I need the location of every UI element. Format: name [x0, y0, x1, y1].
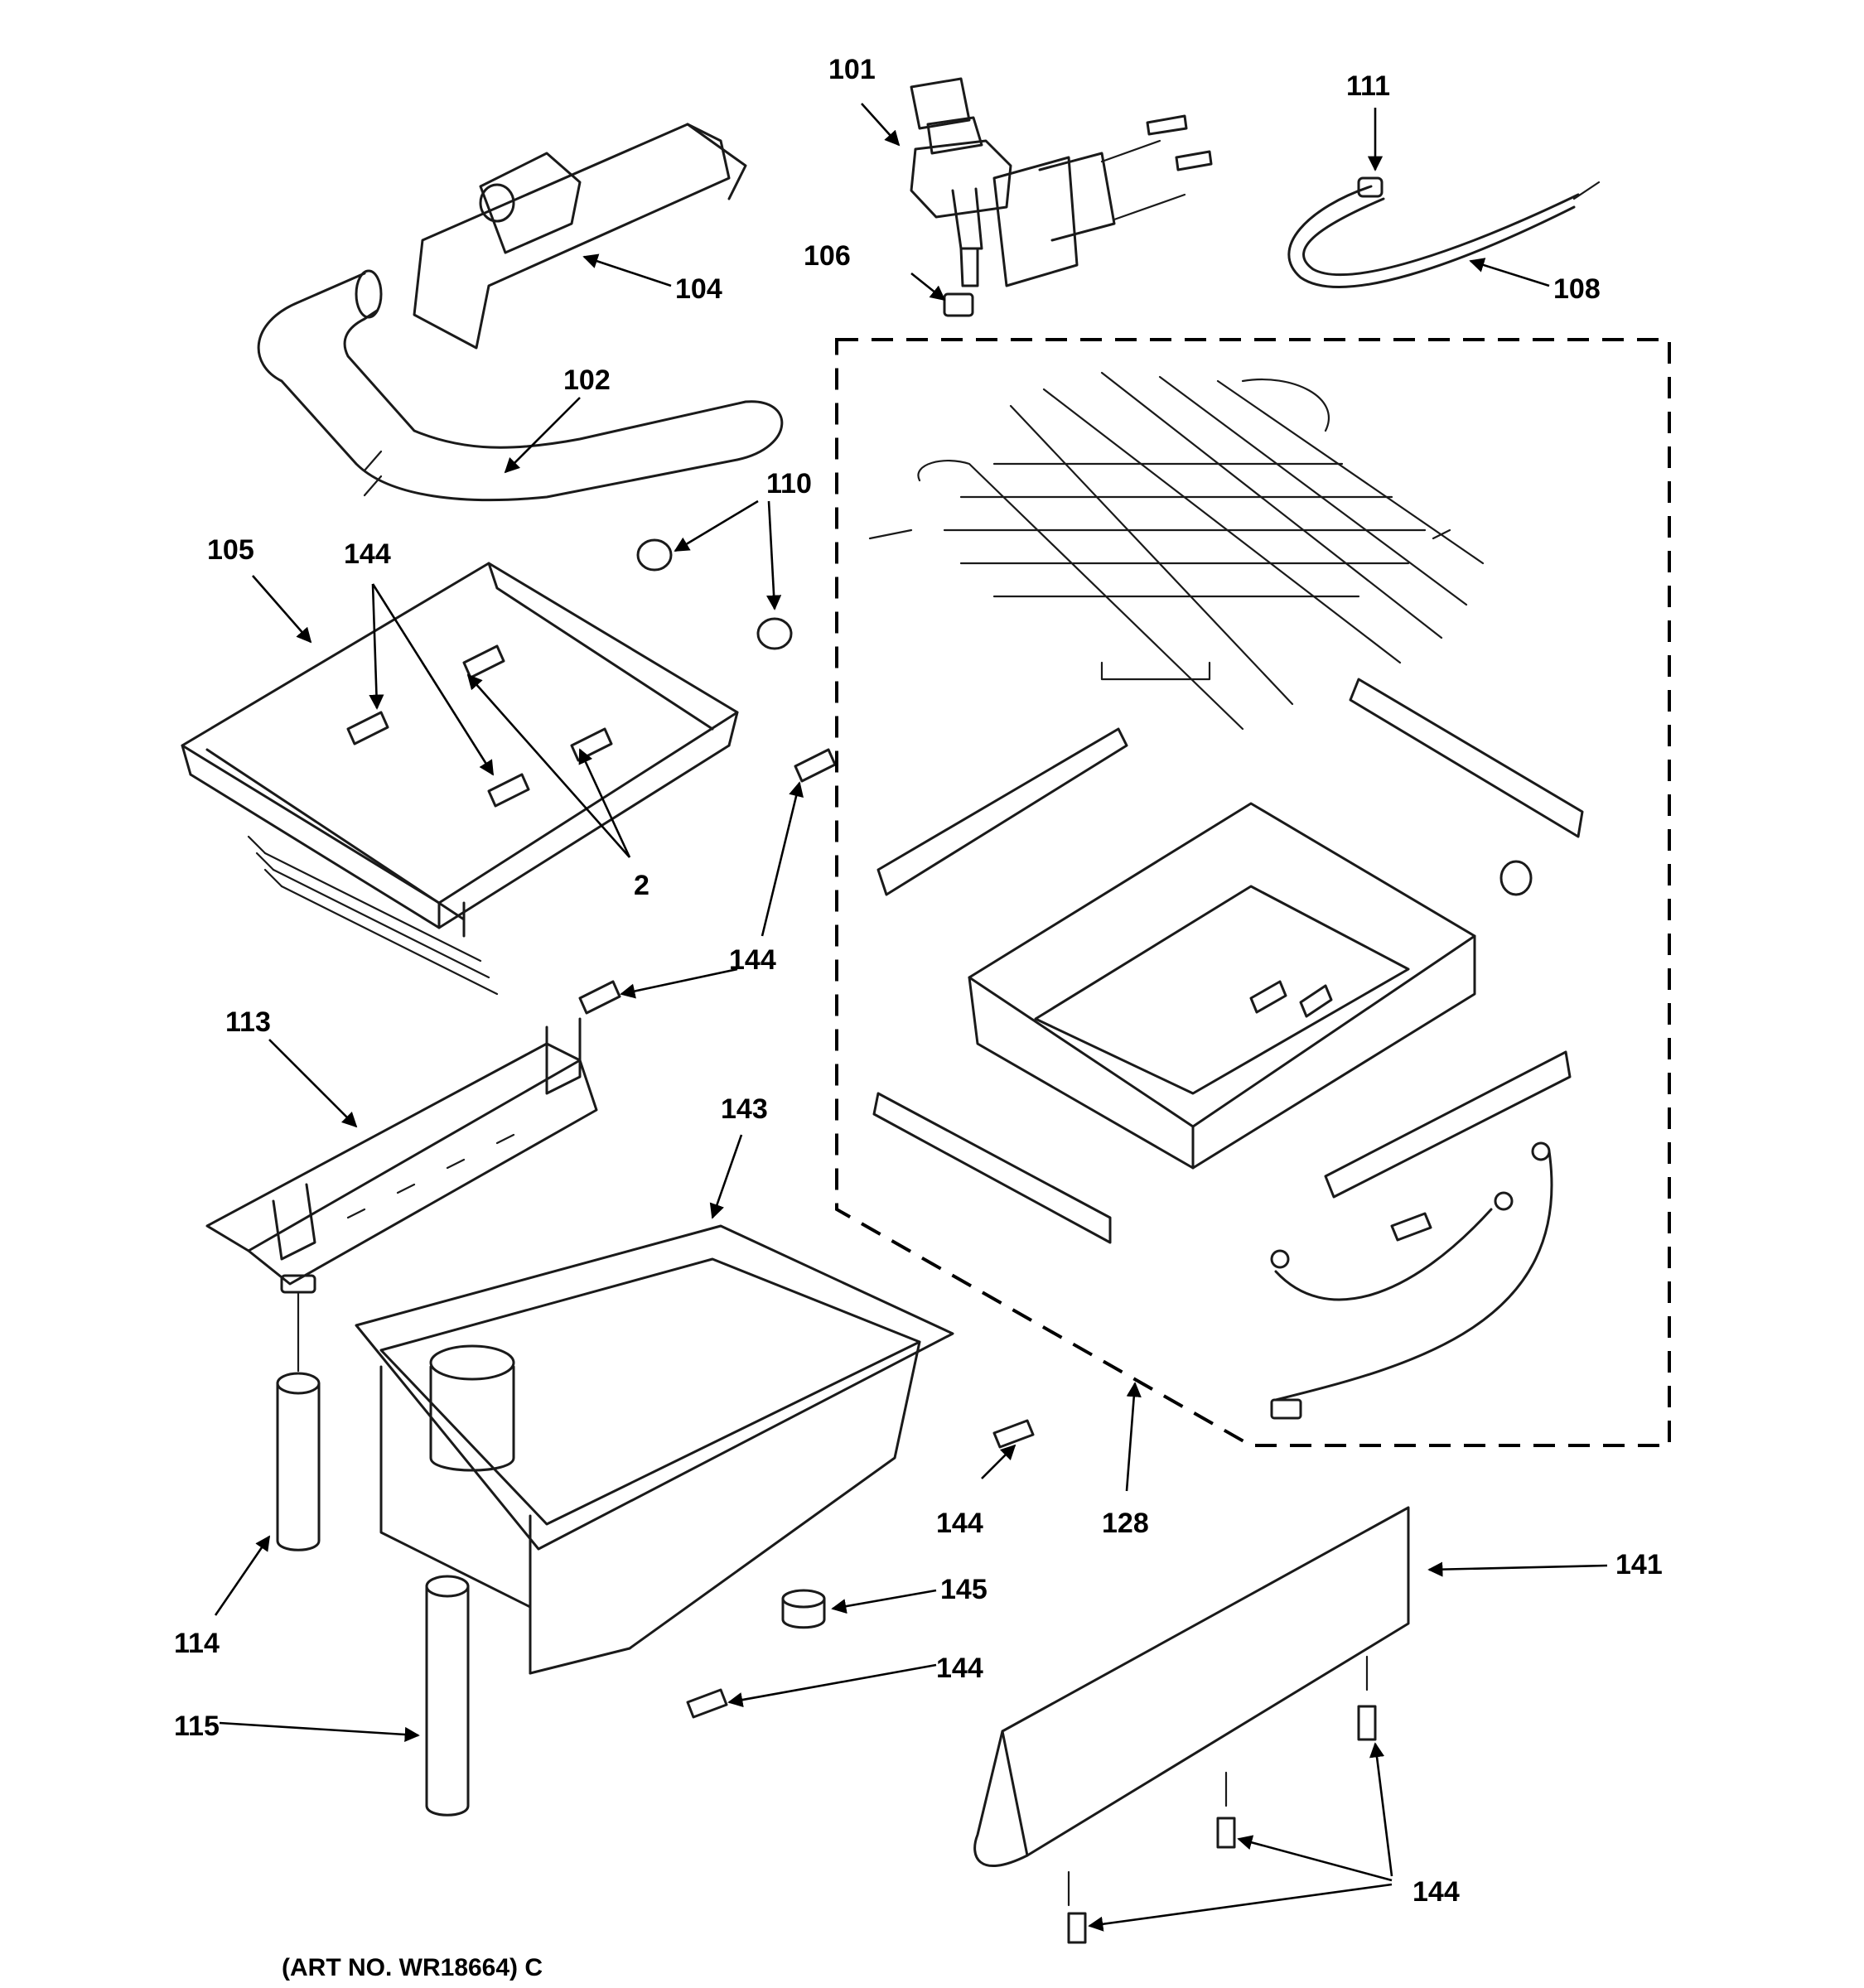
heater-grid-part: [868, 371, 1485, 731]
callout-105: 105: [207, 534, 254, 566]
dashed-assembly-boundary: [835, 338, 1671, 1447]
callout-113: 113: [225, 1006, 271, 1038]
callout-145: 145: [940, 1574, 988, 1605]
fill-cup-part: [413, 123, 747, 350]
callout-101: 101: [828, 54, 876, 85]
tube-114-part: [276, 1291, 321, 1551]
ice-chute-part: [205, 1017, 598, 1294]
screw-144-group: [346, 644, 837, 1015]
fill-tube-part: [257, 269, 784, 502]
guide-rail-parts: [872, 678, 1584, 1244]
leader-lines: [214, 103, 1608, 1932]
callout-114: 114: [174, 1628, 220, 1659]
callout-144-e: 144: [1412, 1876, 1460, 1908]
callout-106: 106: [804, 240, 851, 272]
callout-141: 141: [1615, 1549, 1663, 1580]
callout-108: 108: [1553, 273, 1601, 305]
callout-2: 2: [634, 870, 650, 901]
callout-144-d: 144: [936, 1653, 983, 1684]
callout-144-a: 144: [344, 538, 391, 570]
ice-mold-part: [181, 450, 793, 996]
cover-141-part: [973, 1506, 1410, 1944]
ice-bucket-part: [355, 1224, 1035, 1719]
grommet-145-part: [781, 1589, 826, 1629]
callout-144-b: 144: [729, 944, 776, 976]
callout-110: 110: [766, 468, 812, 499]
tube-115-part: [425, 1575, 470, 1817]
callout-128: 128: [1102, 1508, 1149, 1539]
wire-harness-part: [1270, 1141, 1553, 1420]
water-valve-part: [910, 77, 1213, 317]
callout-labels: 101 104 106 111 108 102 110 105 144 2 14…: [174, 54, 1663, 1981]
mold-frame-part: [968, 802, 1533, 1242]
callout-102: 102: [563, 364, 611, 396]
art-number: (ART NO. WR18664) C: [282, 1954, 543, 1981]
callout-104: 104: [675, 273, 722, 305]
callout-143: 143: [721, 1093, 768, 1125]
callout-111: 111: [1346, 70, 1390, 102]
callout-144-c: 144: [936, 1508, 983, 1539]
callout-115: 115: [174, 1711, 220, 1742]
heater-wire-part: [1287, 176, 1601, 288]
